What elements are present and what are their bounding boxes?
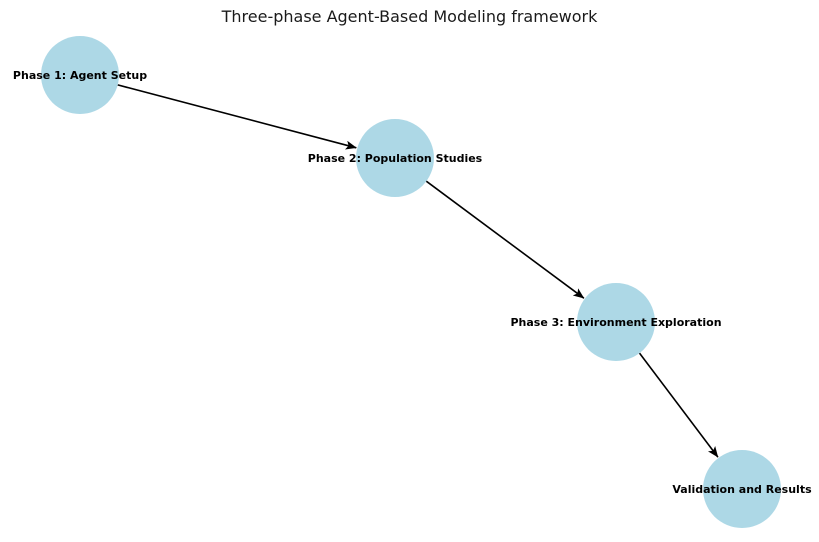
- node-label-validation: Validation and Results: [672, 483, 812, 496]
- nodes-layer: [41, 36, 781, 528]
- edge-phase1-to-phase2: [117, 84, 357, 150]
- node-label-phase2: Phase 2: Population Studies: [308, 152, 483, 165]
- edge-phase3-to-validation: [638, 352, 719, 458]
- diagram-title: Three-phase Agent-Based Modeling framewo…: [221, 7, 598, 26]
- edge-phase2-to-phase3: [425, 180, 585, 299]
- node-validation: [703, 450, 781, 528]
- edges-layer: [117, 84, 719, 458]
- node-phase3: [577, 283, 655, 361]
- node-label-phase1: Phase 1: Agent Setup: [13, 69, 147, 82]
- node-label-phase3: Phase 3: Environment Exploration: [510, 316, 721, 329]
- node-phase1: [41, 36, 119, 114]
- node-phase2: [356, 119, 434, 197]
